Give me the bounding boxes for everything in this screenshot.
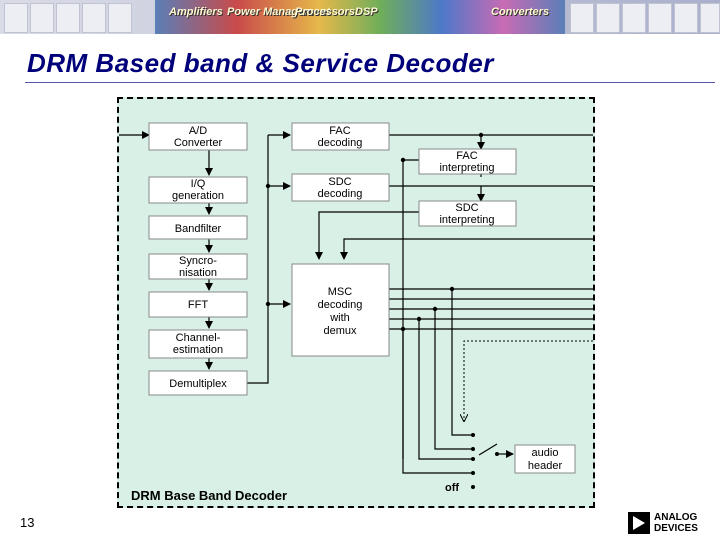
block-fac-decoding: [291, 122, 390, 151]
switch-contact: [471, 447, 475, 451]
block-text: with: [329, 312, 350, 324]
block-text: audio: [532, 447, 559, 459]
tap-line-1: [451, 289, 471, 436]
block-demultiplex: [148, 370, 248, 396]
demux-bus: [247, 135, 269, 384]
block-text: I/Q: [191, 178, 206, 190]
junction-dot: [265, 183, 271, 189]
header-banner: Amplifiers Power Management Processors D…: [0, 0, 720, 34]
block-text: demux: [323, 325, 357, 337]
block-ad-converter: [148, 122, 248, 151]
junction-dot: [265, 301, 271, 307]
block-text: Syncro-: [179, 255, 217, 267]
tap-line-4: [402, 329, 471, 474]
block-text: estimation: [173, 344, 223, 356]
block-synchronisation: [148, 253, 248, 280]
banner-tile: [596, 3, 620, 33]
block-text: FAC: [329, 125, 350, 137]
switch-lever: [478, 443, 498, 456]
tap-line-2: [434, 309, 471, 450]
block-msc-decoding: [291, 263, 390, 357]
block-channel-estimation: [148, 329, 248, 359]
title-divider: [25, 82, 715, 83]
block-text: SDC: [328, 176, 351, 188]
banner-tile: [648, 3, 672, 33]
junction-dot: [400, 326, 406, 332]
block-text: generation: [172, 190, 224, 202]
junction-dot: [416, 316, 422, 322]
block-text: interpreting: [439, 214, 494, 226]
banner-word-converters: Converters: [491, 6, 550, 18]
logo-line-2: DEVICES: [654, 523, 698, 534]
logo-text: ANALOG DEVICES: [654, 512, 698, 534]
block-sdc-decoding: [291, 173, 390, 202]
switch-contact: [471, 457, 475, 461]
analog-devices-logo: ANALOG DEVICES: [628, 512, 720, 538]
switch-contact: [471, 433, 475, 437]
banner-tile: [30, 3, 54, 33]
dotted-control-line: [464, 340, 593, 421]
block-text: Demultiplex: [169, 378, 227, 390]
block-text: MSC: [328, 286, 353, 298]
banner-word-amplifiers: Amplifiers: [169, 6, 223, 18]
block-text: decoding: [318, 299, 363, 311]
block-text: Bandfilter: [175, 223, 222, 235]
block-text: Converter: [174, 137, 223, 149]
decoder-diagram: A/D Converter I/Q generation Bandfilter …: [119, 122, 593, 503]
switch-off-label: off: [445, 482, 459, 494]
block-text: decoding: [318, 188, 363, 200]
banner-tile: [56, 3, 80, 33]
banner-tile: [700, 3, 720, 33]
banner-tile: [82, 3, 106, 33]
block-sdc-interpreting: [418, 200, 517, 227]
arrow-feedback-to-msc: [340, 238, 593, 260]
junction-dot: [478, 132, 484, 138]
block-fac-interpreting: [418, 148, 517, 175]
block-bandfilter: [148, 215, 248, 240]
block-iq-generation: [148, 176, 248, 204]
diagram-frame: A/D Converter I/Q generation Bandfilter …: [117, 97, 595, 508]
banner-word-power: Power Management: [227, 6, 331, 18]
analog-devices-triangle-icon: [628, 512, 650, 534]
slide-number: 13: [20, 515, 35, 530]
block-audio-header: [514, 444, 576, 474]
banner-word-processors: Processors: [295, 6, 355, 18]
banner-word-dsp: DSP: [355, 6, 378, 18]
banner-tile: [622, 3, 646, 33]
banner-tile: [4, 3, 28, 33]
banner-tile: [108, 3, 132, 33]
block-text: interpreting: [439, 162, 494, 174]
block-text: header: [528, 460, 563, 472]
block-text: decoding: [318, 137, 363, 149]
switch-contact: [471, 471, 475, 475]
block-text: SDC: [455, 202, 478, 214]
logo-line-1: ANALOG: [654, 512, 698, 523]
junction-dot: [449, 286, 455, 292]
banner-tile: [674, 3, 698, 33]
arrow-sdc-interp-to-msc: [315, 211, 419, 260]
block-text: Channel-: [176, 332, 221, 344]
diagram-label: DRM Base Band Decoder: [131, 488, 287, 503]
switch-contact-off: [471, 485, 475, 489]
block-text: FAC: [456, 150, 477, 162]
banner-product-strip: Amplifiers Power Management Processors D…: [155, 0, 565, 34]
switch-pivot: [495, 452, 499, 456]
banner-tile: [570, 3, 594, 33]
tap-line-3: [418, 319, 471, 460]
block-text: FFT: [188, 299, 208, 311]
block-text: A/D: [189, 125, 207, 137]
block-text: nisation: [179, 267, 217, 279]
slide-title: DRM Based band & Service Decoder: [27, 48, 494, 78]
block-fft: [148, 291, 248, 318]
junction-dot: [400, 157, 406, 163]
junction-dot: [432, 306, 438, 312]
